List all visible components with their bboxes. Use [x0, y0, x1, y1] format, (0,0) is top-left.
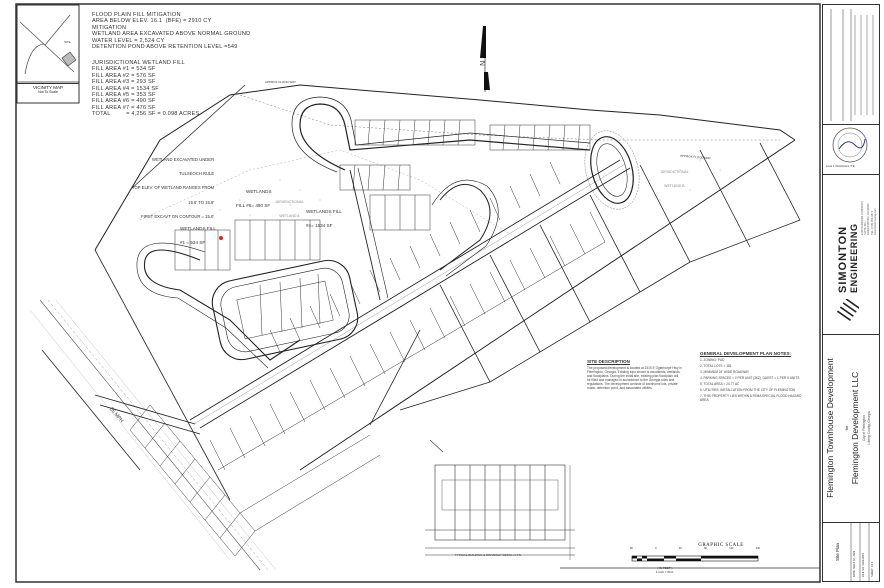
jurisdictional-wetland-b-label: JURISDICTIONAL WETLAND B — [660, 169, 689, 188]
client-name: Flemington Development LLC — [850, 371, 860, 485]
revision-lines — [830, 9, 874, 121]
note-line: AREA BELOW ELEV. 16.1 (BFE) = 2910 CY — [92, 18, 212, 25]
north-arrow-icon — [480, 26, 490, 92]
wetland-excavated-callout: WETLAND EXCAVATED UNDER TULSEOCH RULE TO… — [132, 156, 215, 220]
revision-block — [823, 5, 879, 125]
vicinity-site-label: SITE — [64, 40, 71, 44]
general-note-item: 7. THIS PROPERTY LIES WITHIN A FEMA SPEC… — [700, 394, 802, 402]
general-note-item: 3. MINIMUM 24' WIDE ROADWAY — [700, 370, 750, 374]
vicinity-map-label: VICINITY MAP — [33, 85, 63, 90]
note-line: FLOOD PLAIN FILL MITIGATION — [92, 12, 181, 18]
wetland-fill-title: JURISDICTIONAL WETLAND FILL — [92, 60, 185, 66]
fill-row: FILL AREA #4 = 1534 SF — [92, 85, 159, 92]
jurisdictional-wetland-a-label: JURISDICTIONAL WETLAND A — [275, 199, 304, 218]
north-label: N — [480, 60, 488, 66]
general-notes: GENERAL DEVELOPMENT PLAN NOTES: 1. ZONIN… — [700, 351, 810, 404]
sheet-info-block: Site Plan DATE: March 10, 2023 FILE NO: … — [823, 523, 879, 581]
fill-row: FILL AREA #1 = 534 SF — [92, 66, 156, 73]
typical-detail-caption: TYPICAL BUILDING & DRIVEWAY DETAIL N.T.S… — [455, 553, 522, 557]
engineer-seal-block: Louis J. DeGiovanni, P.E. — [823, 125, 879, 175]
scale-unit: ( IN FEET ) 1 inch = 60 ft. — [655, 566, 675, 574]
wetlands-fill-6-label: WETLANDS FILL #6= 490 SF — [236, 188, 272, 208]
project-location: City of Flemington Liberty County, Georg… — [862, 411, 871, 445]
firm-name-line1: SIMONTON — [837, 225, 849, 293]
site-description-body: The proposed development is located at 2… — [587, 366, 682, 390]
sheet-file-no: FILE NO: 2023-0091 — [862, 553, 865, 577]
firm-name-line2: ENGINEERING — [849, 223, 859, 293]
firm-address: 1000 PARKSIDE COMMONS SUITE 101 GREENSBO… — [861, 201, 877, 235]
flood-mitigation-notes: FLOOD PLAIN FILL MITIGATION AREA BELOW E… — [92, 12, 250, 50]
title-block: Louis J. DeGiovanni, P.E. 1000 PARKSIDE … — [822, 4, 880, 582]
fill-row: FILL AREA #7 = 476 SF — [92, 104, 156, 111]
firm-block: 1000 PARKSIDE COMMONS SUITE 101 GREENSBO… — [823, 175, 879, 335]
engineer-name: Louis J. DeGiovanni, P.E. — [826, 165, 856, 168]
fill-row: FILL AREA #3 = 293 SF — [92, 79, 156, 86]
general-notes-title: GENERAL DEVELOPMENT PLAN NOTES: — [700, 351, 792, 356]
wetlands-fill-4-label: WETLANDS FILL #4= 1534 SF — [306, 208, 342, 228]
general-note-item: 5. TOTAL AREA = 24.77 AC — [700, 382, 740, 386]
site-description: SITE DESCRIPTION The proposed developmen… — [587, 359, 682, 392]
note-line: MITIGATION — [92, 24, 127, 31]
note-line: DETENTION POND ABOVE RETENTION LEVEL =54… — [92, 44, 238, 51]
general-note-item: 4. PARKING SPACES = 2 PER UNIT (362), GU… — [700, 376, 800, 380]
wetland-fill-table: JURISDICTIONAL WETLAND FILL FILL AREA #1… — [92, 60, 199, 118]
sheet-number: SHEET: C2.0 — [871, 561, 874, 577]
project-block: Flemington Townhouse Development for Fle… — [823, 335, 879, 523]
general-note-item: 6. UTILITIES: INSTALLATION FROM THE CITY… — [700, 388, 795, 392]
firm-logo-icon — [837, 299, 859, 321]
fill-row: FILL AREA #6 = 490 SF — [92, 98, 156, 105]
graphic-scale-title: GRAPHIC SCALE — [698, 543, 744, 548]
note-line: WATER LEVEL = 2,524 CY — [92, 37, 165, 44]
project-title: Flemington Townhouse Development — [825, 358, 835, 498]
vicinity-map-title: VICINITY MAP Not To Scale — [17, 83, 79, 95]
site-description-title: SITE DESCRIPTION — [587, 359, 630, 364]
sheet-date: DATE: March 10, 2023 — [853, 550, 856, 577]
general-note-item: 2. TOTAL LOTS = 181 — [700, 364, 732, 368]
wetlands-fill-1-label: WETLANDS FILL #1 = 534 SF — [180, 225, 216, 245]
flood-way-label: APPROX FLOOD WAY — [265, 80, 297, 84]
fill-row: FILL AREA #5 = 353 SF — [92, 92, 156, 99]
general-note-item: 1. ZONING: PUD — [700, 358, 725, 362]
fill-row: FILL AREA #2 = 576 SF — [92, 72, 156, 79]
engineer-seal-icon — [832, 127, 868, 163]
project-for: for — [844, 425, 849, 431]
note-line: WETLAND AREA EXCAVATED ABOVE NORMAL GROU… — [92, 31, 251, 38]
sheet-info-grid — [850, 523, 870, 581]
scale-bar-icon — [631, 555, 759, 562]
fill-total: TOTAL = 4,256 SF = 0.098 ACRES — [92, 111, 200, 118]
vicinity-map-subtitle: Not To Scale — [38, 90, 58, 94]
